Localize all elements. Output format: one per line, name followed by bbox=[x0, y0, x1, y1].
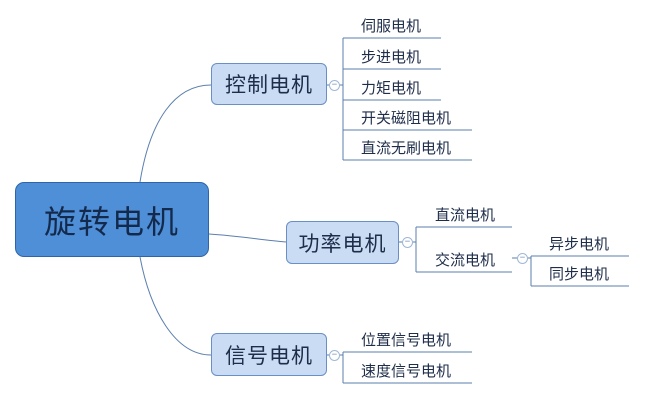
link-root-power bbox=[208, 233, 287, 243]
leaf-servo-motor[interactable]: 伺服电机 bbox=[361, 16, 422, 35]
root-node[interactable]: 旋转电机 bbox=[15, 182, 209, 257]
leaf-sync-motor[interactable]: 同步电机 bbox=[549, 264, 610, 283]
leaf-torque-motor[interactable]: 力矩电机 bbox=[361, 78, 422, 97]
leaf-position-signal-motor[interactable]: 位置信号电机 bbox=[361, 330, 452, 349]
link-control-bracket bbox=[327, 38, 344, 160]
leaf-speed-signal-motor[interactable]: 速度信号电机 bbox=[361, 361, 452, 380]
root-label: 旋转电机 bbox=[43, 202, 180, 241]
collapse-ac-icon[interactable]: − bbox=[517, 253, 528, 264]
link-root-control bbox=[139, 84, 212, 183]
branch-label: 控制电机 bbox=[225, 73, 313, 97]
collapse-control-icon[interactable]: − bbox=[329, 80, 340, 91]
branch-signal-motor[interactable]: 信号电机 bbox=[211, 333, 327, 376]
collapse-power-icon[interactable]: − bbox=[402, 237, 413, 248]
leaf-dc-motor[interactable]: 直流电机 bbox=[435, 205, 496, 224]
leaf-bldc-motor[interactable]: 直流无刷电机 bbox=[361, 138, 452, 157]
leaf-stepper-motor[interactable]: 步进电机 bbox=[361, 47, 422, 66]
branch-control-motor[interactable]: 控制电机 bbox=[211, 63, 327, 105]
link-power-bracket bbox=[399, 227, 417, 272]
branch-power-motor[interactable]: 功率电机 bbox=[286, 221, 399, 264]
link-root-signal bbox=[139, 256, 212, 356]
collapse-signal-icon[interactable]: − bbox=[329, 350, 340, 361]
leaf-async-motor[interactable]: 异步电机 bbox=[549, 234, 610, 253]
leaf-ac-motor[interactable]: 交流电机 bbox=[435, 250, 496, 269]
branch-label: 信号电机 bbox=[225, 343, 313, 368]
leaf-switched-reluctance-motor[interactable]: 开关磁阻电机 bbox=[361, 108, 452, 127]
branch-label: 功率电机 bbox=[298, 231, 387, 256]
